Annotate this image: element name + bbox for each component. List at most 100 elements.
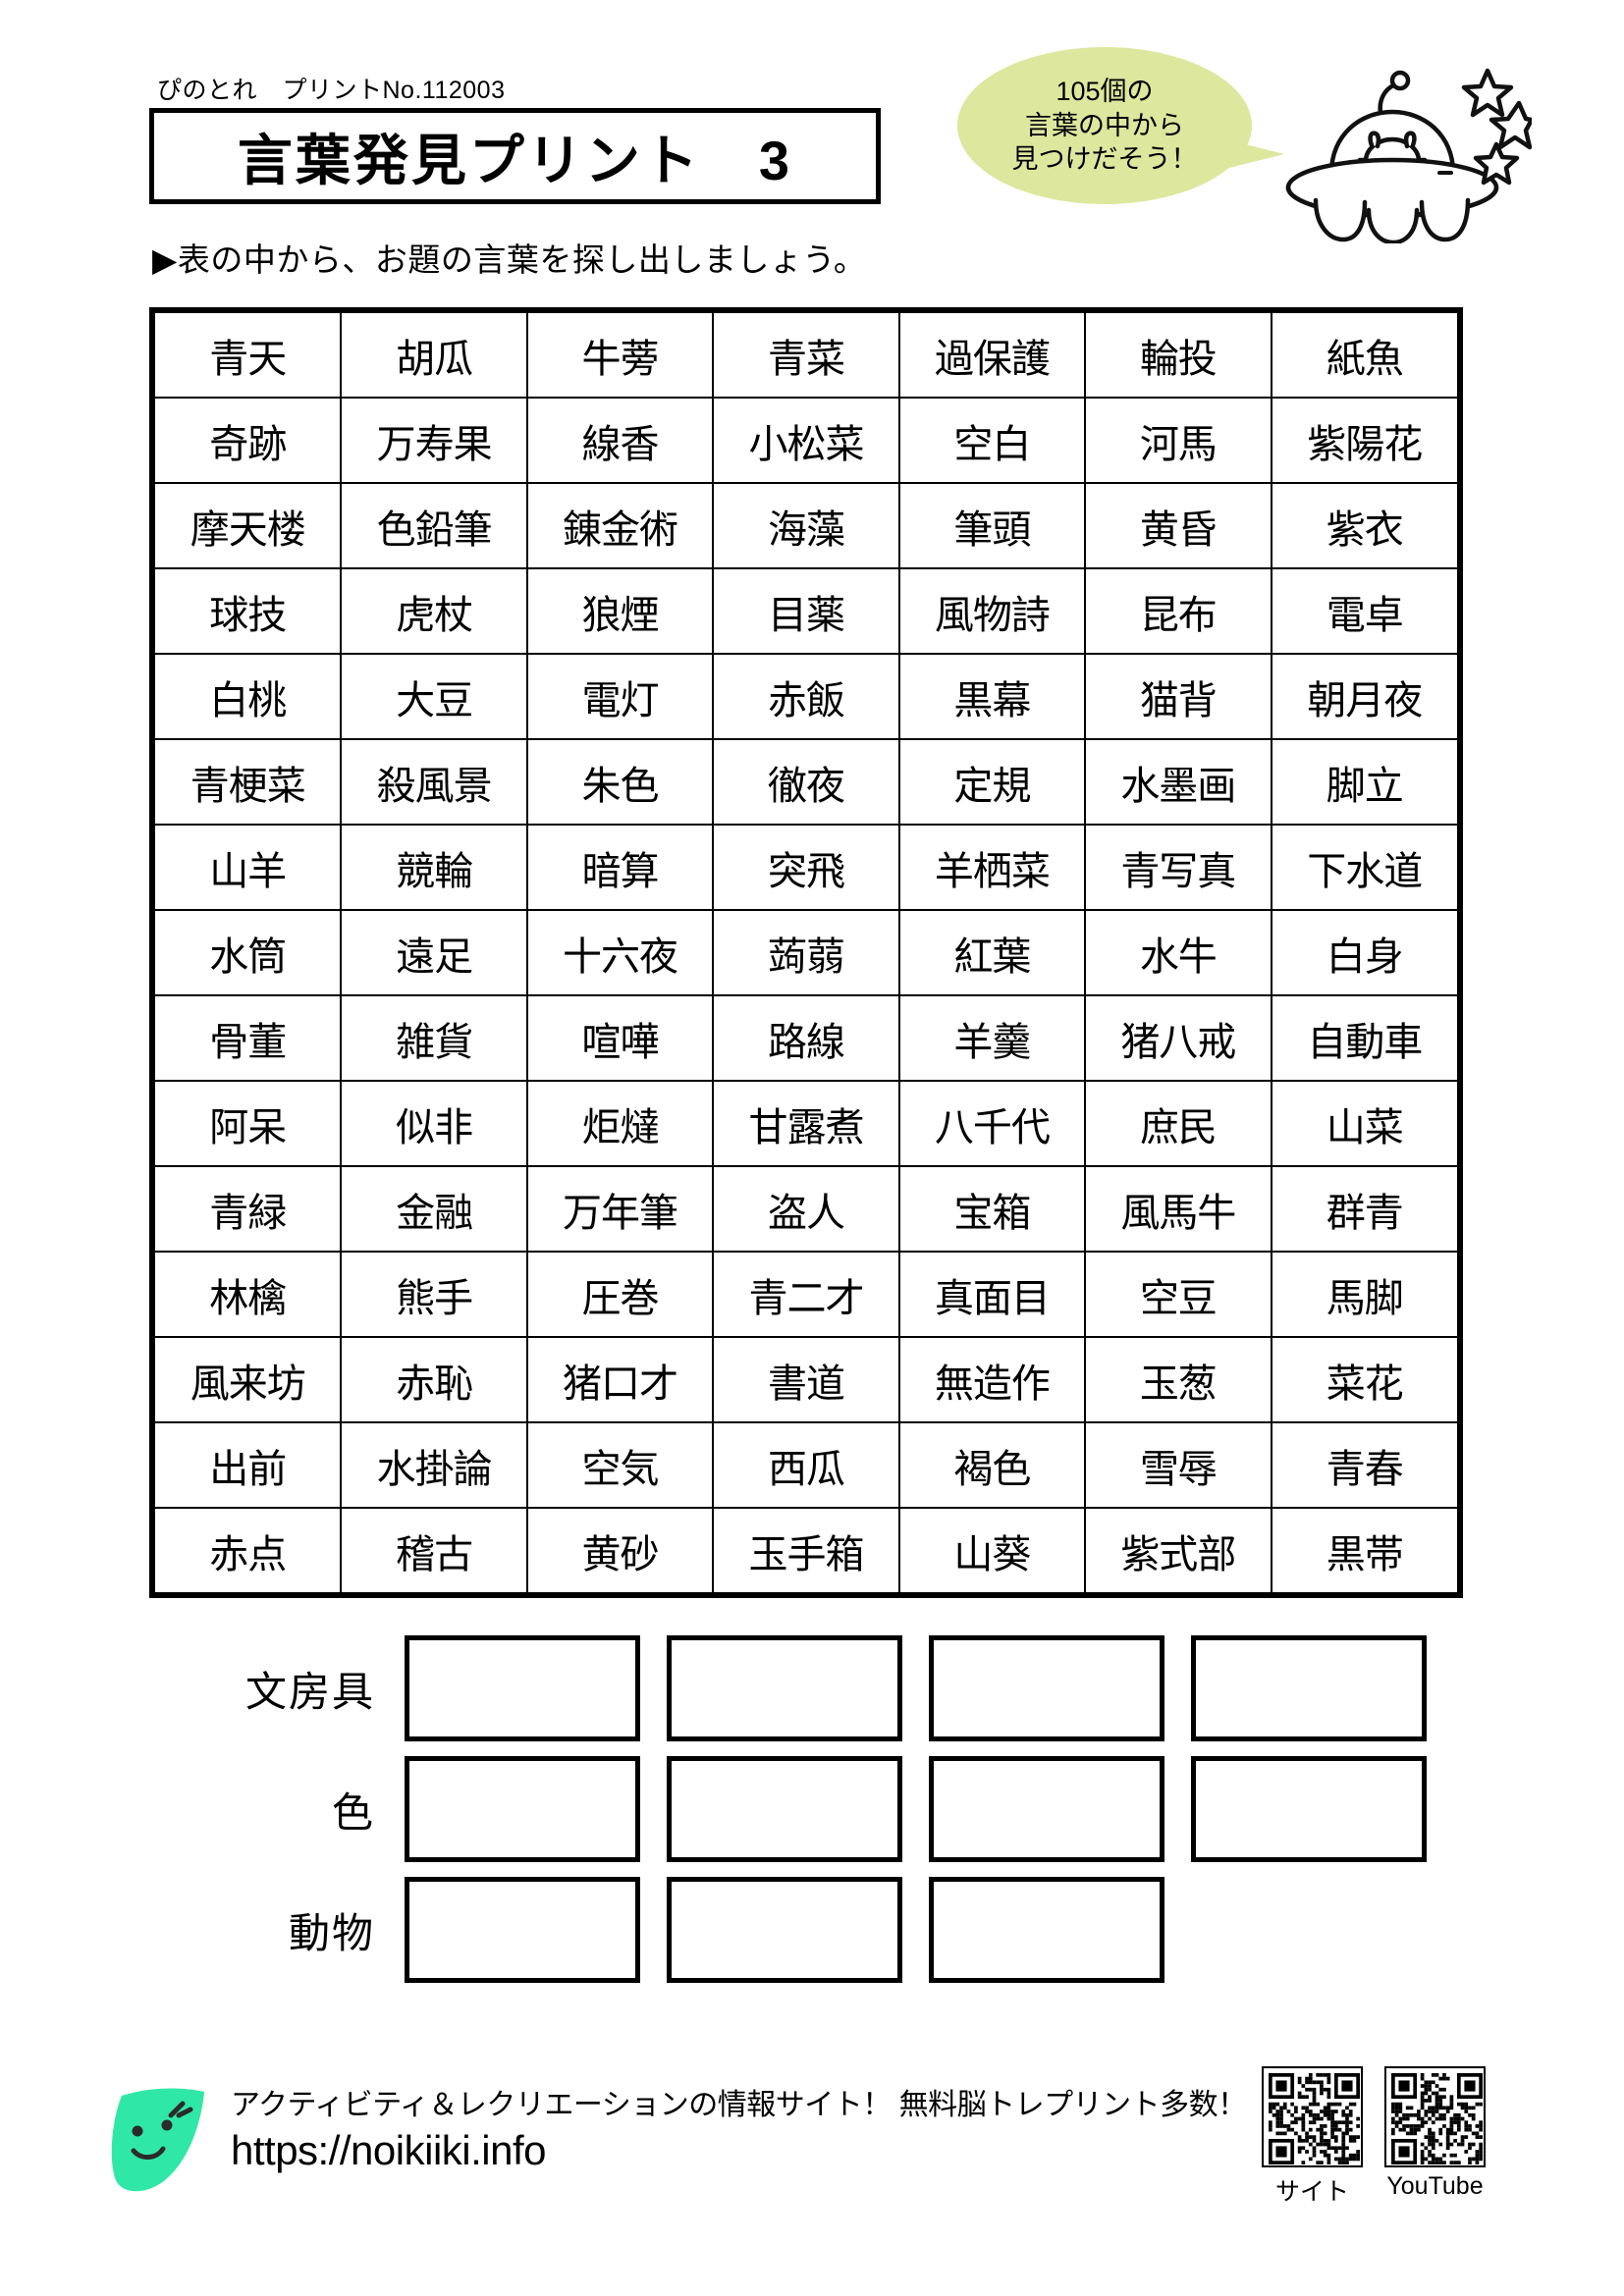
word-grid-cell[interactable]: 海藻: [712, 482, 900, 569]
word-grid-cell[interactable]: 黄砂: [525, 1507, 715, 1592]
word-grid-cell[interactable]: 山羊: [155, 824, 343, 911]
word-grid-cell[interactable]: 線香: [525, 397, 715, 484]
word-grid-cell[interactable]: 定規: [897, 738, 1087, 826]
word-grid-cell[interactable]: 赤飯: [712, 653, 900, 740]
word-grid-cell[interactable]: 錬金術: [525, 482, 715, 569]
word-grid-cell[interactable]: 風物詩: [897, 567, 1087, 655]
word-grid-cell[interactable]: 雑貨: [340, 994, 528, 1082]
word-grid-cell[interactable]: 稽古: [340, 1507, 528, 1592]
answer-input-box[interactable]: [929, 1756, 1164, 1862]
word-grid-cell[interactable]: 山菜: [1270, 1080, 1457, 1167]
word-grid-cell[interactable]: 玉手箱: [712, 1507, 900, 1592]
word-grid-cell[interactable]: 出前: [155, 1421, 343, 1509]
word-grid-cell[interactable]: 蒟蒻: [712, 909, 900, 996]
word-grid-cell[interactable]: 骨董: [155, 994, 343, 1082]
word-grid-cell[interactable]: 紫陽花: [1270, 397, 1457, 484]
word-grid-cell[interactable]: 玉葱: [1084, 1336, 1272, 1423]
word-grid-cell[interactable]: 胡瓜: [340, 313, 528, 399]
word-grid-cell[interactable]: 猪八戒: [1084, 994, 1272, 1082]
word-grid-cell[interactable]: 熊手: [340, 1251, 528, 1338]
word-grid-cell[interactable]: 無造作: [897, 1336, 1087, 1423]
word-grid-cell[interactable]: 真面目: [897, 1251, 1087, 1338]
word-grid-cell[interactable]: 万年筆: [525, 1165, 715, 1253]
word-grid-cell[interactable]: 雪辱: [1084, 1421, 1272, 1509]
answer-input-box[interactable]: [667, 1756, 902, 1862]
word-grid-cell[interactable]: 白桃: [155, 653, 343, 740]
word-grid-cell[interactable]: 菜花: [1270, 1336, 1457, 1423]
answer-input-box[interactable]: [929, 1877, 1164, 1983]
word-grid-cell[interactable]: 突飛: [712, 824, 900, 911]
word-grid-cell[interactable]: 下水道: [1270, 824, 1457, 911]
word-grid-cell[interactable]: 白身: [1270, 909, 1457, 996]
word-grid-cell[interactable]: 羊羹: [897, 994, 1087, 1082]
answer-input-box[interactable]: [405, 1635, 640, 1741]
word-grid-cell[interactable]: 水墨画: [1084, 738, 1272, 826]
word-grid-cell[interactable]: 羊栖菜: [897, 824, 1087, 911]
qr-code-icon[interactable]: [1262, 2066, 1363, 2167]
word-grid-cell[interactable]: 八千代: [897, 1080, 1087, 1167]
word-grid-cell[interactable]: 青梗菜: [155, 738, 343, 826]
word-grid-cell[interactable]: 林檎: [155, 1251, 343, 1338]
word-grid-cell[interactable]: 路線: [712, 994, 900, 1082]
word-grid-cell[interactable]: 群青: [1270, 1165, 1457, 1253]
answer-input-box[interactable]: [405, 1756, 640, 1862]
word-grid-cell[interactable]: 甘露煮: [712, 1080, 900, 1167]
word-grid-cell[interactable]: 十六夜: [525, 909, 715, 996]
word-grid-cell[interactable]: 自動車: [1270, 994, 1457, 1082]
word-grid-cell[interactable]: 宝箱: [897, 1165, 1087, 1253]
word-grid-cell[interactable]: 空豆: [1084, 1251, 1272, 1338]
word-grid-cell[interactable]: 黄昏: [1084, 482, 1272, 569]
word-grid-cell[interactable]: 奇跡: [155, 397, 343, 484]
word-grid-cell[interactable]: 万寿果: [340, 397, 528, 484]
word-grid-cell[interactable]: 色鉛筆: [340, 482, 528, 569]
word-grid-cell[interactable]: 猪口才: [525, 1336, 715, 1423]
word-grid-cell[interactable]: 紫式部: [1084, 1507, 1272, 1592]
word-grid-cell[interactable]: 競輪: [340, 824, 528, 911]
footer-url[interactable]: https://noikiiki.info: [231, 2127, 546, 2173]
word-grid-cell[interactable]: 青写真: [1084, 824, 1272, 911]
word-grid-cell[interactable]: 紙魚: [1270, 313, 1457, 399]
answer-input-box[interactable]: [667, 1877, 902, 1983]
word-grid-cell[interactable]: 河馬: [1084, 397, 1272, 484]
word-grid-cell[interactable]: 馬脚: [1270, 1251, 1457, 1338]
word-grid-cell[interactable]: 阿呆: [155, 1080, 343, 1167]
word-grid-cell[interactable]: 赤恥: [340, 1336, 528, 1423]
answer-input-box[interactable]: [405, 1877, 640, 1983]
word-grid-cell[interactable]: 昆布: [1084, 567, 1272, 655]
word-grid-cell[interactable]: 朱色: [525, 738, 715, 826]
word-grid-cell[interactable]: 大豆: [340, 653, 528, 740]
word-grid-cell[interactable]: 殺風景: [340, 738, 528, 826]
word-grid-cell[interactable]: 脚立: [1270, 738, 1457, 826]
word-grid-cell[interactable]: 牛蒡: [525, 313, 715, 399]
word-grid-cell[interactable]: 水掛論: [340, 1421, 528, 1509]
word-grid-cell[interactable]: 山葵: [897, 1507, 1087, 1592]
word-grid-cell[interactable]: 過保護: [897, 313, 1087, 399]
word-grid-cell[interactable]: 炬燵: [525, 1080, 715, 1167]
word-grid-cell[interactable]: 喧嘩: [525, 994, 715, 1082]
word-grid-cell[interactable]: 褐色: [897, 1421, 1087, 1509]
answer-input-box[interactable]: [1191, 1635, 1427, 1741]
word-grid-cell[interactable]: 目薬: [712, 567, 900, 655]
word-grid-cell[interactable]: 空白: [897, 397, 1087, 484]
word-grid-cell[interactable]: 金融: [340, 1165, 528, 1253]
word-grid-cell[interactable]: 空気: [525, 1421, 715, 1509]
word-grid-cell[interactable]: 電灯: [525, 653, 715, 740]
word-grid-cell[interactable]: 黒幕: [897, 653, 1087, 740]
word-grid-cell[interactable]: 西瓜: [712, 1421, 900, 1509]
word-grid-cell[interactable]: 輪投: [1084, 313, 1272, 399]
word-grid-cell[interactable]: 朝月夜: [1270, 653, 1457, 740]
word-grid-cell[interactable]: 徹夜: [712, 738, 900, 826]
word-grid-cell[interactable]: 水牛: [1084, 909, 1272, 996]
word-grid-cell[interactable]: 青春: [1270, 1421, 1457, 1509]
word-grid-cell[interactable]: 書道: [712, 1336, 900, 1423]
word-grid-cell[interactable]: 暗算: [525, 824, 715, 911]
word-grid-cell[interactable]: 青緑: [155, 1165, 343, 1253]
word-grid-cell[interactable]: 水筒: [155, 909, 343, 996]
word-grid-cell[interactable]: 黒帯: [1270, 1507, 1457, 1592]
word-grid-cell[interactable]: 風馬牛: [1084, 1165, 1272, 1253]
word-grid-cell[interactable]: 庶民: [1084, 1080, 1272, 1167]
word-grid-cell[interactable]: 小松菜: [712, 397, 900, 484]
word-grid-cell[interactable]: 似非: [340, 1080, 528, 1167]
word-grid-cell[interactable]: 青菜: [712, 313, 900, 399]
word-grid-cell[interactable]: 球技: [155, 567, 343, 655]
